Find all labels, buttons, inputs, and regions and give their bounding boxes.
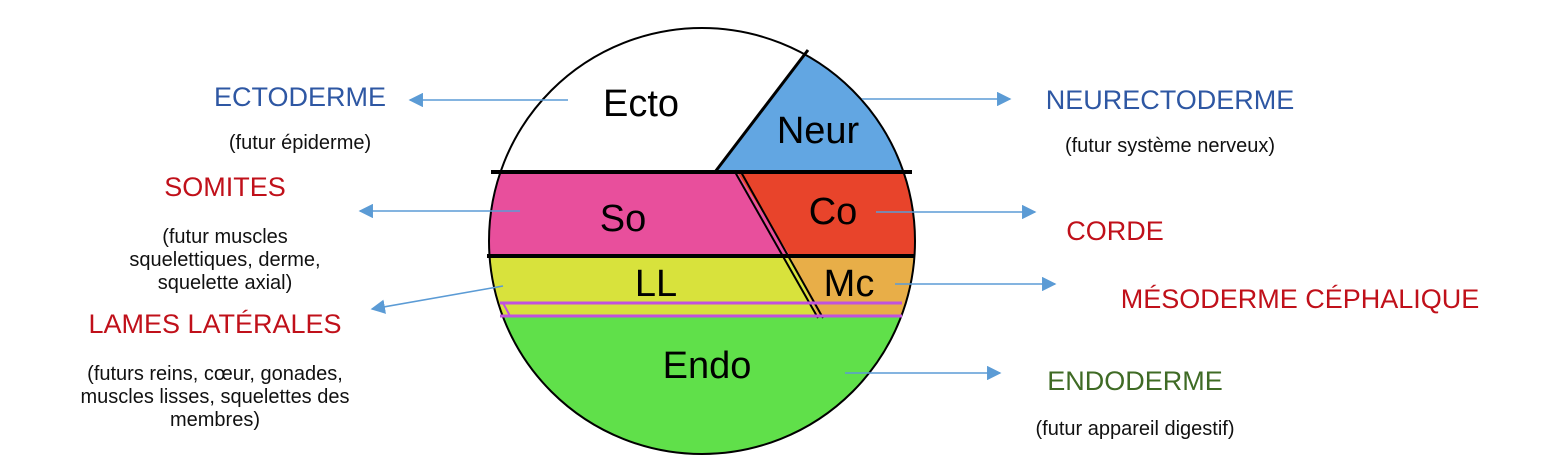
disc-outline [488, 27, 916, 455]
lames-laterales-label: LAMES LATÉRALES (futurs reins, cœur, gon… [30, 291, 400, 450]
mc-region [790, 256, 915, 316]
lames-laterales-sub: (futurs reins, cœur, gonades, muscles li… [80, 362, 350, 431]
ll-region [489, 256, 818, 316]
ll-label: LL [635, 263, 677, 305]
co-region [737, 172, 915, 256]
arrows [358, 91, 1057, 381]
neurectoderme-sub: (futur système nerveux) [1064, 134, 1276, 157]
neurectoderme-label: NEURECTODERME (futur système nerveux) [1000, 67, 1340, 176]
corde-title: CORDE [1066, 216, 1164, 247]
disc-regions [489, 28, 915, 454]
somites-label: SOMITES (futur muscles squelettiques, de… [80, 154, 370, 313]
endoderme-title: ENDODERME [1047, 366, 1223, 397]
so-region [489, 172, 790, 256]
mesoderme-cephalique-label: MÉSODERME CÉPHALIQUE [1070, 266, 1530, 334]
ectoderme-sub: (futur épiderme) [228, 131, 372, 154]
neurectoderme-title: NEURECTODERME [1045, 85, 1295, 116]
so-label: So [600, 198, 646, 240]
endoderme-label: ENDODERME (futur appareil digestif) [990, 348, 1280, 459]
mesoderme-cephalique-title: MÉSODERME CÉPHALIQUE [1120, 284, 1480, 315]
ecto-label: Ecto [603, 83, 679, 125]
co-label: Co [809, 191, 858, 233]
ectoderme-label: ECTODERME (futur épiderme) [160, 64, 440, 173]
divider-chord-b [740, 171, 824, 319]
corde-label: CORDE [1040, 198, 1190, 266]
endo-label: Endo [663, 345, 752, 387]
somites-sub: (futur muscles squelettiques, derme, squ… [129, 225, 321, 294]
somites-title: SOMITES [164, 172, 286, 203]
neur-label: Neur [777, 110, 860, 152]
endoderme-sub: (futur appareil digestif) [1035, 417, 1235, 440]
divider-chord-a [734, 171, 819, 319]
arrow-lames [370, 285, 504, 314]
ectoderme-title: ECTODERME [213, 82, 387, 113]
divider-neur [713, 49, 810, 173]
mc-label: Mc [824, 263, 875, 305]
band-line-left [502, 302, 511, 317]
lames-laterales-title: LAMES LATÉRALES [88, 309, 342, 340]
